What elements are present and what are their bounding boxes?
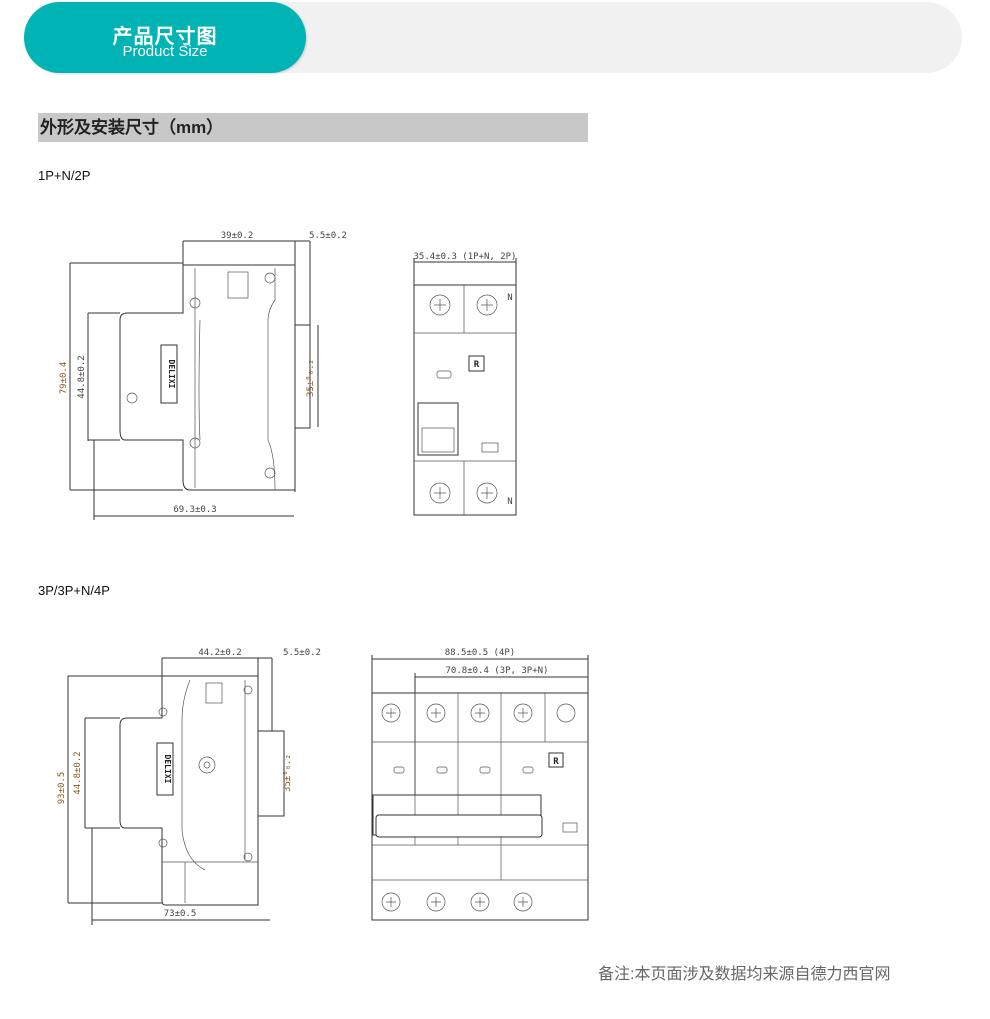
- footnote: 备注:本页面涉及数据均来源自德力西官网: [598, 966, 891, 983]
- variant-label-2: 3P/3P+N/4P: [38, 583, 110, 598]
- logo-text-2: DELIXI: [163, 755, 172, 784]
- r-mark: R: [474, 360, 480, 370]
- section-title: 外形及安装尺寸（mm）: [38, 113, 588, 142]
- dim-width-1: 35.4±0.3 (1P+N, 2P): [414, 252, 517, 262]
- dim-front-height-1: 44.8±0.2: [77, 355, 87, 398]
- front-view-2: 88.5±0.5 (4P) 70.8±0.4 (3P, 3P+N) R: [371, 648, 589, 921]
- side-view-2: DELIXI 44.2±0.2 5.5±0.2 93±0.5 44.8±0.2 …: [57, 648, 321, 925]
- dim-rail-offset-2: 5.5±0.2: [283, 648, 321, 658]
- dim-height-2: 93±0.5: [57, 772, 67, 805]
- logo-plate-2: [156, 742, 174, 796]
- front-view-1: 35.4±0.3 (1P+N, 2P) R N N: [413, 252, 517, 516]
- logo-plate: [160, 344, 178, 404]
- logo-text: DELIXI: [167, 360, 176, 389]
- variant-label-1: 1P+N/2P: [38, 168, 91, 183]
- header-title-cn: 产品尺寸图: [112, 26, 218, 48]
- r-mark-box-2: [548, 752, 564, 768]
- dim-rail-offset-1: 5.5±0.2: [309, 231, 347, 241]
- header-pill: 产品尺寸图 Product Size: [24, 2, 306, 73]
- r-mark-box: [468, 355, 485, 372]
- handle: [417, 402, 459, 456]
- dim-rail-2: 35±⁰₀.₂: [283, 754, 293, 792]
- neutral-label-top: N: [507, 293, 512, 303]
- neutral-label-bottom: N: [507, 497, 512, 507]
- dim-rail-1: 35±⁰₀.₂: [306, 359, 316, 397]
- dim-depth-1: 39±0.2: [221, 231, 254, 241]
- dim-height-1: 79±0.4: [59, 362, 69, 395]
- dim-total-depth-2: 73±0.5: [164, 909, 197, 919]
- dim-total-depth-1: 69.3±0.3: [173, 505, 216, 515]
- dim-depth-2: 44.2±0.2: [198, 648, 241, 658]
- dim-width-4p: 88.5±0.5 (4P): [445, 648, 515, 658]
- dim-width-3p: 70.8±0.4 (3P, 3P+N): [446, 666, 549, 676]
- header-title-en: Product Size: [122, 43, 208, 60]
- dim-front-height-2: 44.8±0.2: [73, 751, 83, 794]
- r-mark-2: R: [553, 757, 559, 767]
- side-view-1: DELIXI 39±0.2 5.5±0.2 79±0.4 44.8±0.2 69…: [59, 231, 347, 520]
